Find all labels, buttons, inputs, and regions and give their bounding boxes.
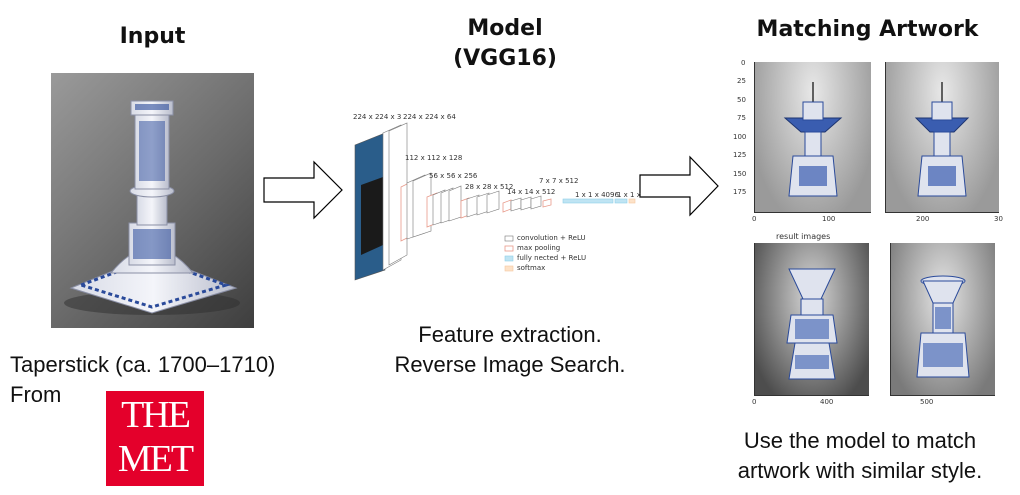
matching-heading: Matching Artwork <box>756 17 979 42</box>
softmax-layer <box>628 198 636 204</box>
input-caption-title: Taperstick (ca. 1700–1710) <box>10 352 276 377</box>
result-image-3[interactable] <box>754 243 869 396</box>
layer-label: 112 x 112 x 128 <box>405 154 463 162</box>
vase-image <box>786 268 838 380</box>
vgg16-diagram-svg <box>354 122 636 281</box>
conv5-layer <box>510 197 522 212</box>
layer-label: 28 x 28 x 512 <box>465 183 514 191</box>
legend-label: convolution + ReLU <box>517 234 586 242</box>
layer-label: 1 x 1 x 4096 <box>575 191 619 199</box>
met-logo-the: THE <box>121 394 191 436</box>
model-caption-2: Reverse Image Search. <box>394 352 626 377</box>
y-tick: 75 <box>737 114 746 122</box>
result-image-4[interactable] <box>890 243 995 396</box>
x-tick: 0 <box>752 398 757 406</box>
input-heading: Input <box>119 24 186 49</box>
met-logo-met: MET <box>117 438 194 480</box>
y-tick: 175 <box>733 188 747 196</box>
input-photo <box>51 73 254 328</box>
input-image-car <box>361 177 383 255</box>
fc2-layer <box>614 198 628 204</box>
legend-label: softmax <box>517 264 546 272</box>
x-tick: 0 <box>752 215 757 223</box>
arrow-right-icon <box>639 155 719 217</box>
legend-conv-swatch <box>504 235 514 242</box>
x-tick: 500 <box>920 398 934 406</box>
x-tick: 200 <box>916 215 930 223</box>
legend-softmax-swatch <box>504 265 514 272</box>
conv2b-layer <box>412 172 432 238</box>
arrow-right-icon <box>263 160 343 220</box>
conv5b-layer <box>520 196 532 211</box>
pool4-layer <box>502 199 512 213</box>
result-image-2[interactable] <box>885 62 999 213</box>
vase-image <box>916 275 970 378</box>
y-tick: 150 <box>733 170 747 178</box>
met-logo[interactable]: THE MET <box>106 391 204 486</box>
model-caption-1: Feature extraction. <box>418 322 602 347</box>
layer-label: 224 x 224 x 64 <box>403 113 456 121</box>
y-tick: 125 <box>733 151 747 159</box>
conv3c-layer <box>448 185 462 222</box>
vase-image <box>914 82 970 197</box>
y-tick: 25 <box>737 77 746 85</box>
layer-label: 14 x 14 x 512 <box>507 188 556 196</box>
fc-layer <box>562 198 614 204</box>
results-caption-2: artwork with similar style. <box>737 458 983 483</box>
input-caption-from: From <box>10 382 62 407</box>
pool5-layer <box>542 198 552 208</box>
x-tick: 400 <box>820 398 834 406</box>
taperstick-image <box>64 100 240 315</box>
results-panel: 0 25 50 75 100 125 150 175 0 100 200 30 … <box>728 57 1016 412</box>
x-tick: 100 <box>822 215 836 223</box>
result-image-1[interactable] <box>754 62 871 213</box>
conv4c-layer <box>486 190 500 214</box>
layer-label: 224 x 224 x 3 <box>353 113 402 121</box>
layer-label: 1 x 1 x <box>617 191 641 199</box>
y-tick: 50 <box>737 96 746 104</box>
vase-image <box>783 82 843 197</box>
layer-label: 56 x 56 x 256 <box>429 172 478 180</box>
legend-fc-swatch <box>504 255 514 262</box>
legend-label: max pooling <box>517 244 561 252</box>
model-heading: Model <box>467 16 543 41</box>
legend-pool-swatch <box>504 245 514 252</box>
layer-label: 7 x 7 x 512 <box>539 177 579 185</box>
vgg16-diagram: 224 x 224 x 3 224 x 224 x 64 112 x 112 x… <box>345 105 645 285</box>
y-tick: 100 <box>733 133 747 141</box>
results-caption-1: Use the model to match <box>743 428 977 453</box>
conv5c-layer <box>530 195 542 210</box>
results-subtitle: result images <box>776 232 831 241</box>
x-tick: 30 <box>994 215 1003 223</box>
model-subheading: (VGG16) <box>453 46 557 71</box>
y-tick: 0 <box>741 59 746 67</box>
legend-label: fully nected + ReLU <box>517 254 587 262</box>
